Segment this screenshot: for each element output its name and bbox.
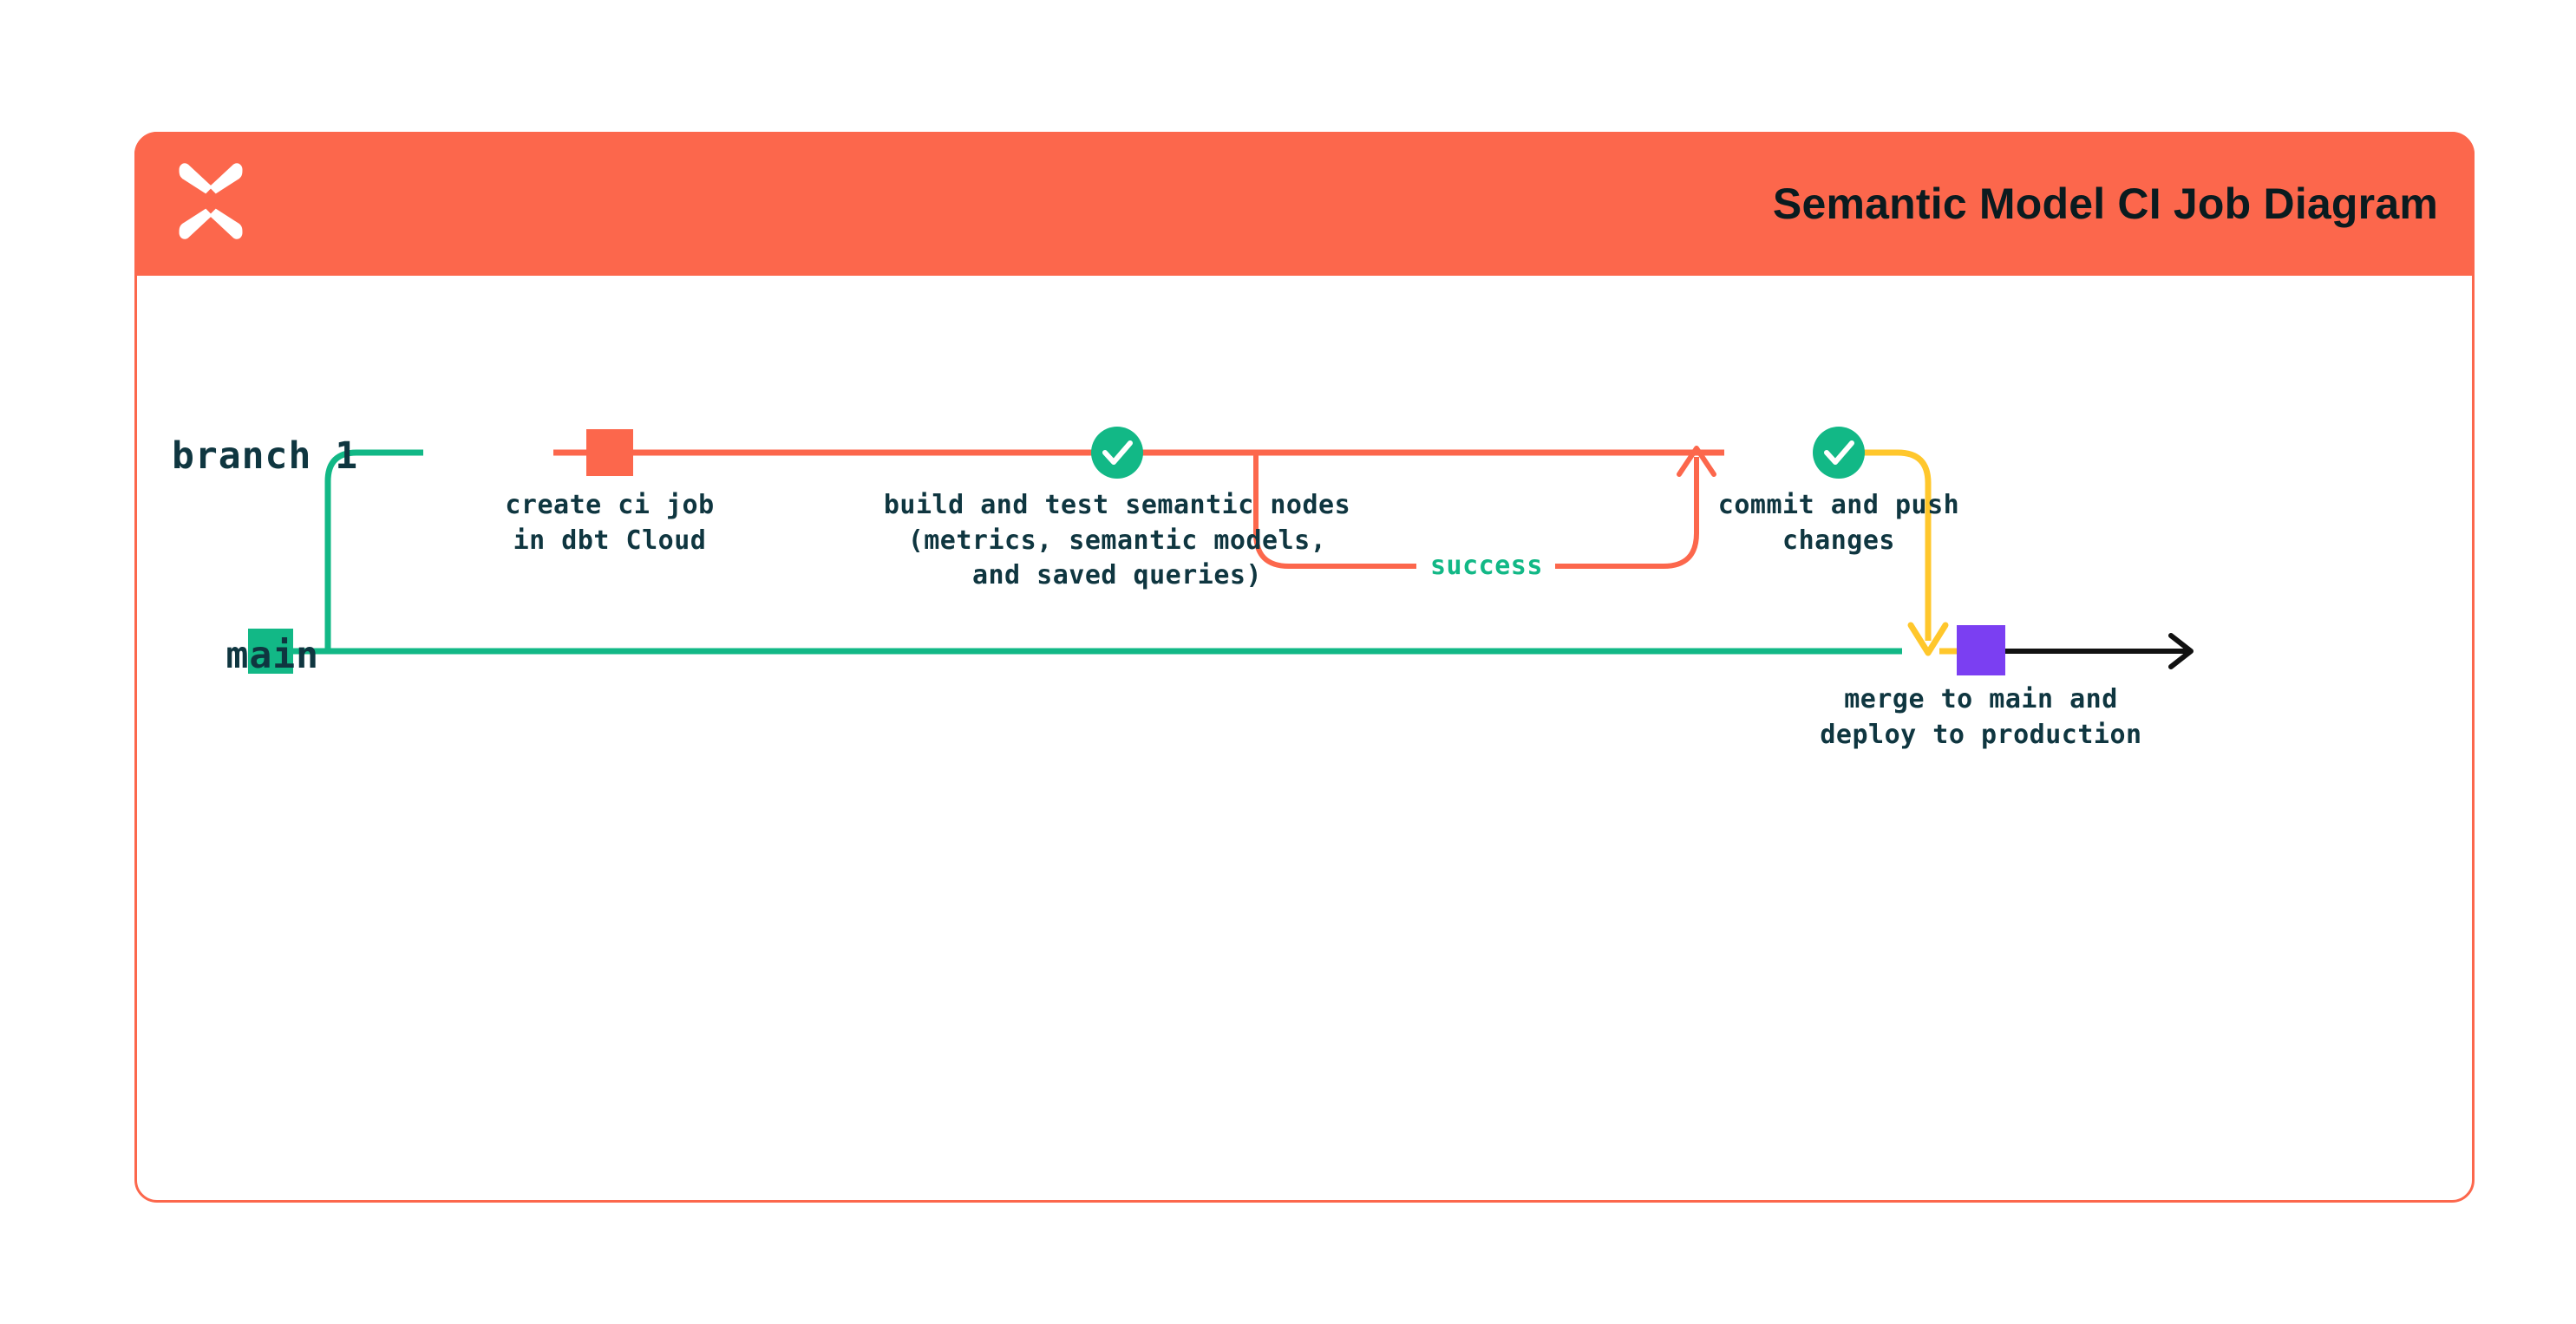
node-merge-to-main[interactable]: [1957, 625, 2005, 675]
node-create-ci-job[interactable]: [586, 429, 633, 476]
page-title: Semantic Model CI Job Diagram: [1772, 179, 2438, 228]
node-build-and-test[interactable]: [1091, 427, 1143, 479]
git-flow-graph: [248, 427, 2194, 675]
caption-create-ci-job: create ci job in dbt Cloud: [505, 490, 715, 556]
merge-arrow-line: [1907, 620, 1949, 656]
production-arrow: [2002, 633, 2194, 669]
check-icon: [1824, 440, 1854, 465]
card-header: Semantic Model CI Job Diagram: [134, 132, 2475, 276]
branch-label-branch-1: branch 1: [172, 434, 359, 478]
caption-build-and-test: build and test semantic nodes (metrics, …: [883, 490, 1351, 590]
node-commit-and-push[interactable]: [1813, 427, 1865, 479]
caption-merge-to-main: merge to main and deploy to production: [1820, 684, 2142, 750]
edge-label-success: success: [1418, 551, 1555, 581]
node-main-start[interactable]: [248, 629, 293, 674]
check-icon: [1102, 440, 1133, 465]
branch-fork-line: [324, 449, 553, 651]
success-loop-path: [1253, 446, 1716, 569]
dbt-logo-icon: [169, 160, 252, 243]
branch-label-main: main: [226, 634, 319, 677]
caption-commit-and-push: commit and push changes: [1717, 490, 1960, 556]
diagram-card: Semantic Model CI Job Diagram: [134, 132, 2475, 1203]
